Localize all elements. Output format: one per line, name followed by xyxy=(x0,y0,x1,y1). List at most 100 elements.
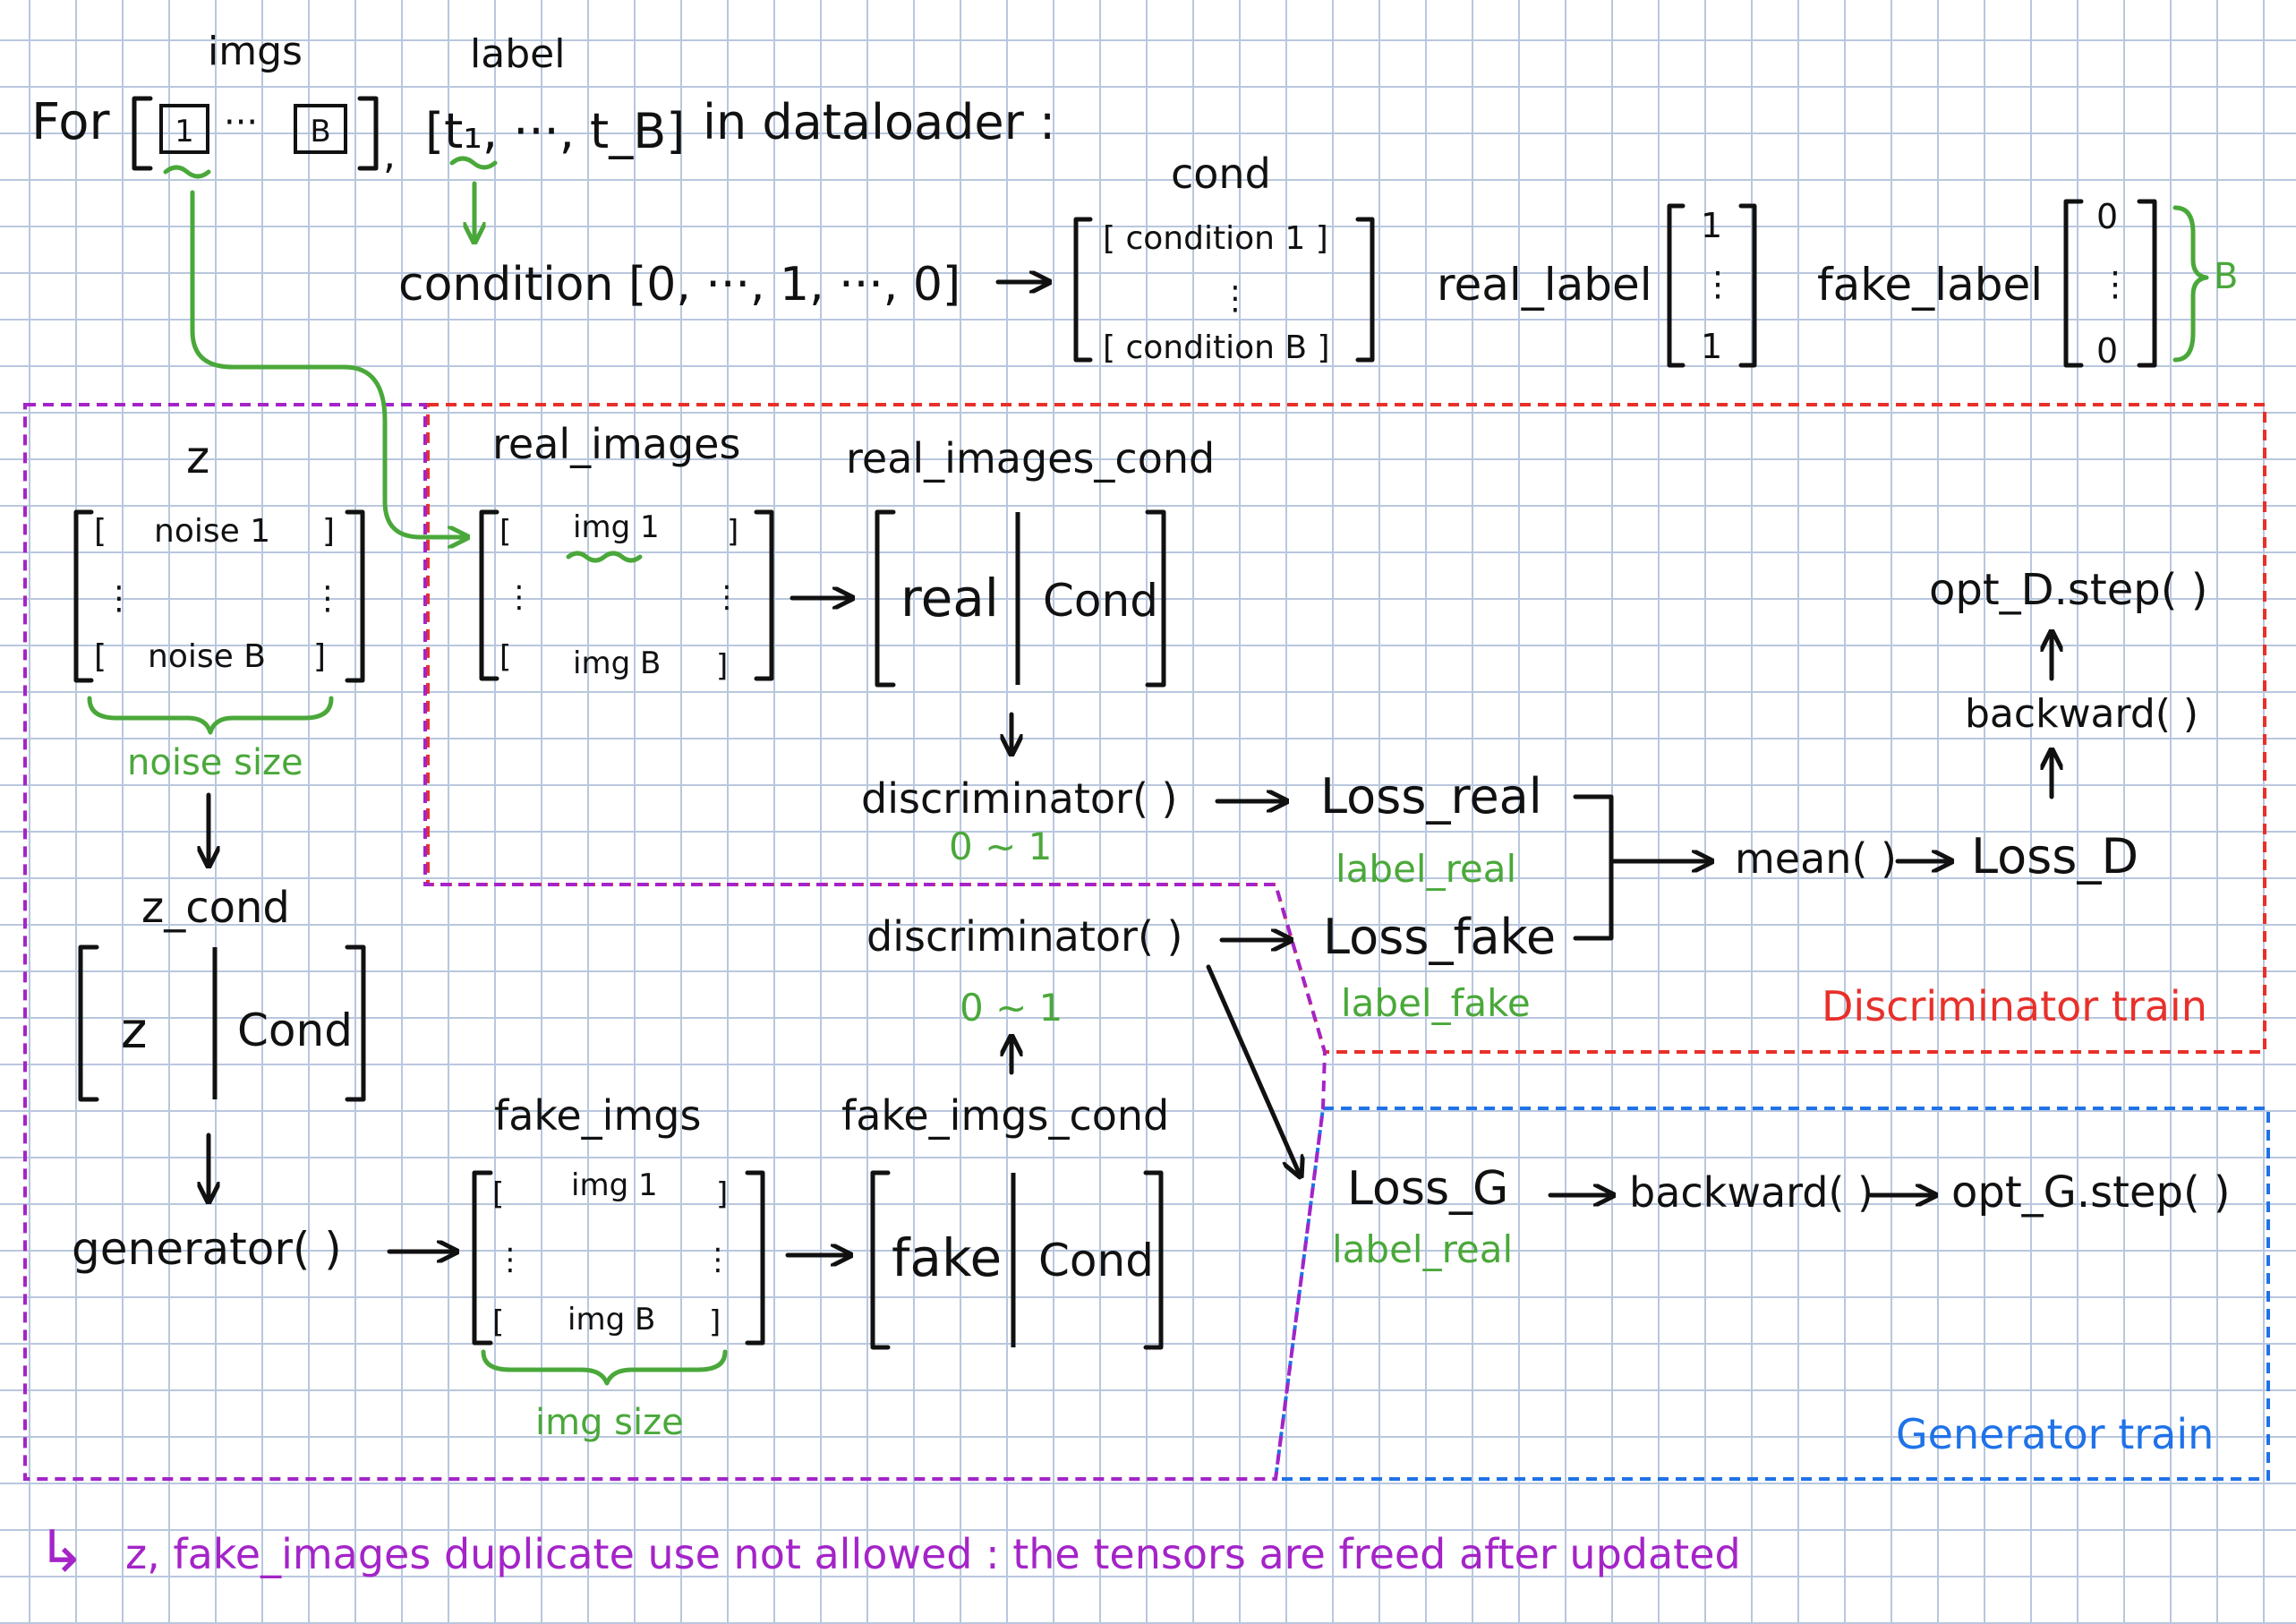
real-label-name: real_label xyxy=(1437,259,1652,311)
label-squiggle xyxy=(449,156,498,170)
header-comma: , xyxy=(383,132,396,178)
opt-g-step: opt_G.step( ) xyxy=(1951,1167,2231,1218)
noise-1-close: ] xyxy=(322,513,335,550)
discriminator-call-real: discriminator( ) xyxy=(861,774,1177,823)
fake-label-bracket-left xyxy=(2063,199,2084,368)
noise-1: noise 1 xyxy=(154,513,270,550)
fake-img-1-close: ] xyxy=(716,1176,728,1212)
noise-size-label: noise size xyxy=(127,742,303,783)
imgs-bracket-right xyxy=(357,96,379,171)
realcond-bracket-left xyxy=(875,509,896,688)
real-img-1-close: ] xyxy=(727,514,738,550)
img1-squiggle xyxy=(566,551,643,563)
mean-call: mean( ) xyxy=(1735,834,1897,883)
real-img-1: img 1 xyxy=(573,509,660,545)
fakecond-fake-cell: fake xyxy=(892,1227,1002,1288)
label-label: label xyxy=(470,31,565,77)
generator-train-region xyxy=(1273,1107,2270,1481)
imgs-bracket-left xyxy=(132,96,153,171)
zcond-z-cell: z xyxy=(121,1002,147,1060)
batch-size-label: B xyxy=(2214,256,2238,297)
real-label-bottom: 1 xyxy=(1701,327,1722,366)
label-fake-tag: label_fake xyxy=(1341,981,1531,1025)
fake-imgs-bracket-left xyxy=(472,1170,493,1346)
footnote-arrow: ↳ xyxy=(38,1519,86,1586)
image-b-index: B xyxy=(310,114,330,150)
cond-title: cond xyxy=(1171,150,1271,198)
real-label-bracket-right xyxy=(1738,203,1757,368)
fake-label-name: fake_label xyxy=(1817,259,2043,311)
fake-img-1-open: [ xyxy=(492,1176,504,1212)
backward-g: backward( ) xyxy=(1629,1168,1874,1217)
fake-label-bracket-right xyxy=(2137,199,2157,368)
fakecond-cond-cell: Cond xyxy=(1038,1235,1154,1286)
loss-fake: Loss_fake xyxy=(1323,909,1556,965)
disc-to-lossg-arrow xyxy=(1206,964,1300,1175)
fake-imgs-cond-title: fake_imgs_cond xyxy=(841,1091,1169,1140)
image-1-index: 1 xyxy=(175,114,194,150)
z-title: z xyxy=(186,432,209,483)
loss-g: Loss_G xyxy=(1347,1162,1508,1216)
noise-b-open: [ xyxy=(94,638,107,675)
fake-label-bottom: 0 xyxy=(2096,331,2118,371)
duplicate-use-region xyxy=(23,403,1327,1481)
label-real-g-tag: label_real xyxy=(1332,1227,1513,1271)
realcond-bracket-right xyxy=(1145,509,1166,688)
cond-row-b: [ condition B ] xyxy=(1103,329,1330,366)
imgs-to-real-images-arrow xyxy=(190,190,465,537)
generator-train-label: Generator train xyxy=(1896,1410,2214,1458)
disc-fake-range: 0 ~ 1 xyxy=(960,986,1063,1030)
zcond-cond-cell: Cond xyxy=(237,1004,353,1056)
imgs-squiggle xyxy=(163,165,211,179)
fake-label-vdots: ⋮ xyxy=(2098,264,2132,303)
fake-img-b-close: ] xyxy=(709,1304,721,1340)
img-size-label: img size xyxy=(535,1402,684,1443)
real-images-title: real_images xyxy=(492,420,740,468)
noise-size-brace xyxy=(87,696,334,735)
image-b-box xyxy=(294,104,347,154)
label-real-tag: label_real xyxy=(1336,847,1516,891)
img-size-brace xyxy=(481,1349,728,1386)
fake-img-b-open: [ xyxy=(492,1304,504,1340)
batch-brace xyxy=(2172,205,2209,363)
zcond-title: z_cond xyxy=(141,883,290,933)
noise-vdots-left: ⋮ xyxy=(103,580,135,617)
real-label-bracket-left xyxy=(1667,203,1686,368)
real-img-b: img B xyxy=(573,645,661,681)
fakecond-bracket-left xyxy=(870,1170,891,1350)
zcond-bracket-right xyxy=(345,944,366,1102)
cond-row-1: [ condition 1 ] xyxy=(1103,220,1328,257)
in-dataloader: in dataloader : xyxy=(703,94,1055,150)
fake-label-top: 0 xyxy=(2096,197,2118,236)
real-vdots-left: ⋮ xyxy=(504,579,534,615)
cond-bracket-right xyxy=(1355,217,1375,363)
zcond-bracket-left xyxy=(78,944,99,1102)
loss-d: Loss_D xyxy=(1971,828,2138,885)
real-img-b-close: ] xyxy=(716,648,728,684)
z-bracket-left xyxy=(73,509,94,683)
labels-sequence: [t₁, ···, t_B] xyxy=(425,103,685,159)
backward-d: backward( ) xyxy=(1965,691,2198,737)
noise-vdots-right: ⋮ xyxy=(312,580,344,617)
opt-d-step: opt_D.step( ) xyxy=(1929,565,2207,615)
fake-imgs-title: fake_imgs xyxy=(494,1091,701,1140)
fake-img-1: img 1 xyxy=(571,1167,658,1203)
noise-b: noise B xyxy=(148,638,266,675)
fake-imgs-bracket-right xyxy=(745,1170,765,1346)
imgs-label: imgs xyxy=(208,29,303,74)
real-images-bracket-left xyxy=(479,509,499,681)
real-images-cond-title: real_images_cond xyxy=(846,434,1215,483)
fake-vdots-right: ⋮ xyxy=(703,1242,733,1278)
image-1-box xyxy=(159,104,209,154)
footnote-text: z, fake_images duplicate use not allowed… xyxy=(125,1530,1741,1578)
for-keyword: For xyxy=(31,93,110,151)
fake-vdots-left: ⋮ xyxy=(495,1242,525,1278)
real-images-bracket-right xyxy=(754,509,774,681)
imgs-dots: ··· xyxy=(224,102,258,143)
noise-1-open: [ xyxy=(94,513,107,550)
real-img-1-open: [ xyxy=(499,514,511,550)
fakecond-bracket-right xyxy=(1143,1170,1164,1350)
generator-call: generator( ) xyxy=(72,1223,342,1275)
real-vdots-right: ⋮ xyxy=(712,579,742,615)
